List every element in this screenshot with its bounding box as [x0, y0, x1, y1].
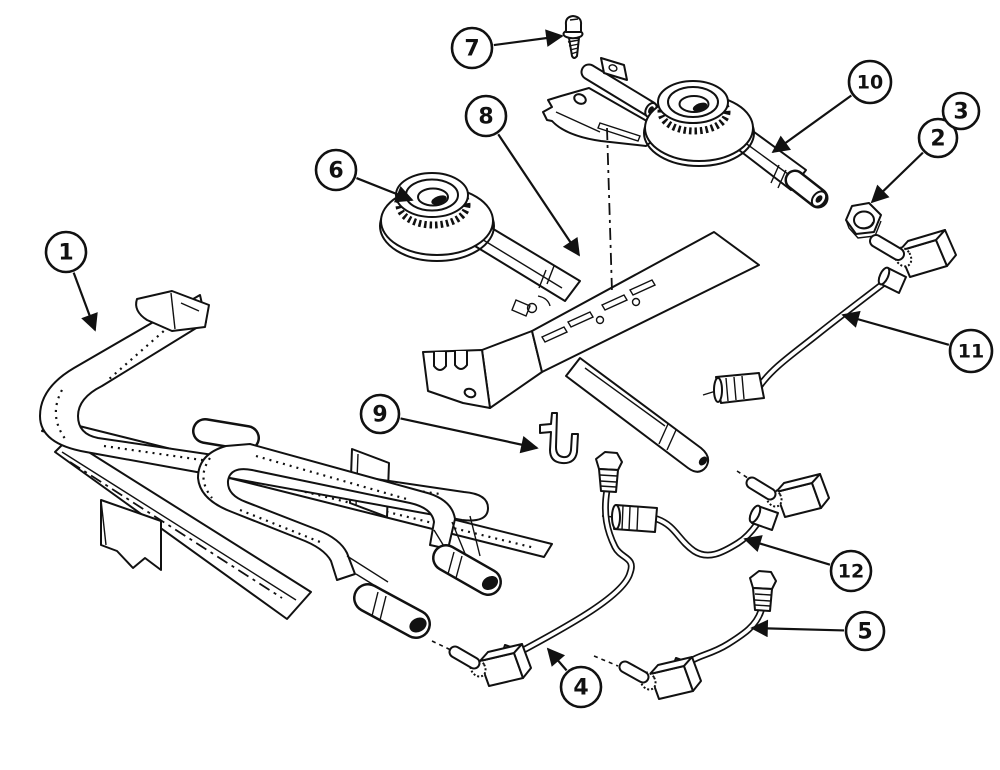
callout-arrow-6	[356, 177, 414, 203]
igniter-wire-12	[601, 470, 830, 559]
callout-4: 4	[546, 647, 603, 709]
igniter-wire-5	[593, 570, 777, 700]
mounting-foot-left	[100, 499, 162, 571]
callout-arrow-7	[493, 29, 564, 47]
callout-balloon-5	[844, 610, 886, 652]
callout-10: 10	[771, 59, 893, 154]
screw	[562, 15, 584, 59]
callout-2: 2	[870, 117, 959, 204]
callout-balloon-6	[314, 148, 358, 192]
callout-balloon-7	[450, 26, 494, 70]
callout-arrow-8	[497, 133, 580, 257]
callout-number-1: 1	[58, 241, 73, 266]
spark-electrode-4	[448, 643, 532, 687]
callout-3: 3	[941, 91, 981, 131]
callout-balloon-2	[917, 117, 959, 159]
callout-balloon-10	[847, 59, 893, 105]
terminal-5	[749, 570, 777, 612]
bracket-plate	[531, 231, 760, 373]
callout-8: 8	[464, 94, 580, 257]
callout-number-11: 11	[958, 341, 984, 363]
manifold-pipe	[565, 357, 710, 473]
callout-arrow-2	[870, 151, 924, 204]
orifice-fitting-left	[353, 583, 431, 639]
terminal-11	[702, 372, 765, 404]
spark-electrode-11	[869, 229, 957, 294]
callout-number-9: 9	[372, 403, 387, 428]
alignment-line	[606, 127, 613, 293]
igniter-wire-11	[702, 229, 957, 404]
callout-arrow-10	[771, 94, 852, 154]
callout-6: 6	[314, 148, 414, 203]
callout-balloon-8	[464, 94, 508, 138]
callout-balloon-3	[941, 91, 981, 131]
orifice-fitting-right	[432, 544, 502, 596]
callout-12: 12	[743, 535, 873, 593]
sealed-burner-left	[379, 172, 581, 302]
callout-balloon-4	[559, 665, 603, 709]
burner-rack	[39, 290, 553, 639]
callout-5: 5	[750, 610, 886, 652]
igniter-wire-4	[431, 451, 635, 687]
callout-number-12: 12	[838, 561, 864, 583]
callout-arrow-12	[743, 535, 831, 566]
callout-9: 9	[359, 393, 539, 454]
callout-arrow-11	[841, 310, 950, 346]
callout-balloon-12	[829, 549, 873, 593]
callout-11: 11	[841, 310, 994, 374]
terminal-4	[595, 451, 623, 493]
callout-arrow-1	[72, 272, 98, 332]
callout-arrow-4	[546, 647, 568, 672]
spark-electrode-5	[618, 656, 702, 700]
venturi-end-tube	[784, 169, 829, 209]
callout-number-5: 5	[857, 620, 872, 645]
callout-7: 7	[450, 26, 564, 70]
support-bracket	[422, 231, 760, 473]
carryover-tube	[192, 418, 260, 451]
burner-tube-rear	[39, 294, 489, 522]
callout-number-3: 3	[953, 100, 968, 125]
callout-number-8: 8	[478, 105, 493, 130]
callout-number-6: 6	[328, 159, 343, 184]
callout-number-10: 10	[857, 72, 883, 94]
callout-arrow-9	[400, 417, 539, 454]
callout-arrow-5	[750, 619, 845, 638]
sealed-burner-right	[542, 57, 829, 209]
wire-clip	[539, 412, 579, 465]
hex-nut	[845, 202, 882, 239]
callout-balloon-11	[948, 328, 994, 374]
spark-electrode-12	[745, 473, 830, 531]
burner-tube-front	[197, 443, 456, 581]
callout-balloon-9	[359, 393, 401, 435]
callout-balloon-1	[44, 230, 88, 274]
callout-number-7: 7	[464, 37, 479, 62]
callout-number-4: 4	[573, 676, 588, 701]
callout-number-2: 2	[930, 127, 945, 152]
callout-1: 1	[44, 230, 98, 332]
